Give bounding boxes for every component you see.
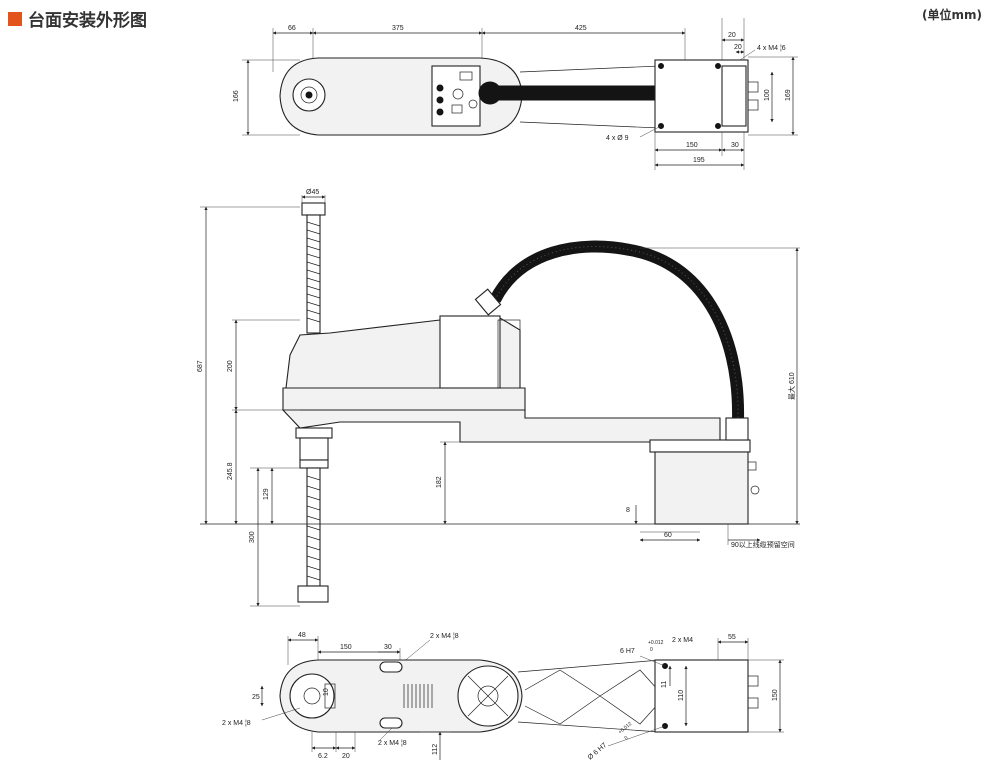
- unit-label: (单位mm): [922, 8, 982, 22]
- dim-195: 195: [693, 157, 705, 164]
- tol-a-upper: +0.012: [648, 640, 664, 646]
- dim-max-610: 最大 610: [787, 372, 796, 400]
- dim-425: 425: [575, 25, 587, 32]
- dim-48: 48: [298, 632, 306, 639]
- h7-note-a: 6 H7: [620, 648, 635, 655]
- side-view: Ø45: [197, 189, 800, 607]
- dim-150-top: 150: [686, 142, 698, 149]
- dim-55: 55: [728, 634, 736, 641]
- cable-space-note: 90以上线缆预留空间: [731, 540, 795, 549]
- dim-129: 129: [263, 488, 270, 500]
- dim-150-right: 150: [772, 689, 779, 701]
- dim-110: 110: [678, 690, 685, 701]
- tol-b-lower: 0: [623, 735, 629, 742]
- dim-30-top: 30: [731, 142, 739, 149]
- dim-66: 66: [288, 25, 296, 32]
- tol-a-lower: 0: [650, 647, 653, 653]
- dim-200: 200: [227, 360, 234, 372]
- tap-note-top: 4 x M4 ¦6: [757, 45, 786, 52]
- dim-245: 245.8: [227, 462, 234, 480]
- dim-150-bottom: 150: [340, 644, 352, 651]
- accent-square-icon: [8, 11, 22, 26]
- tap-note-b: 2 x M4 ¦8: [222, 720, 251, 727]
- dim-20-bottom: 20: [342, 753, 350, 760]
- dim-687: 687: [197, 360, 204, 372]
- dim-6-2: 6.2: [318, 753, 328, 760]
- section-header: 台面安装外形图: [8, 6, 147, 31]
- dim-25: 25: [252, 694, 260, 701]
- dim-10: 10: [323, 688, 330, 696]
- h7-note-b: Ø 6 H7: [587, 742, 609, 762]
- dim-375: 375: [392, 25, 404, 32]
- dim-169: 169: [785, 89, 792, 101]
- hole-note: 4 x Ø 9: [606, 135, 629, 142]
- dim-30-bottom: 30: [384, 644, 392, 651]
- page-title: 台面安装外形图: [28, 11, 147, 31]
- dim-100: 100: [764, 89, 771, 101]
- dim-166: 166: [233, 90, 240, 102]
- dim-phi45: Ø45: [306, 189, 319, 196]
- tap-note-a: 2 x M4 ¦8: [430, 633, 459, 640]
- dim-112: 112: [432, 744, 439, 755]
- dim-20-a: 20: [728, 32, 736, 39]
- bottom-view: 48 150 30 2 x M4 ¦8 25 2 x M4 ¦8 10: [222, 632, 784, 762]
- tap-note-c: 2 x M4 ¦8: [378, 740, 407, 747]
- tol-b-upper: +0.012: [617, 721, 633, 736]
- dim-300: 300: [249, 531, 256, 543]
- tap-note-d: 2 x M4: [672, 637, 693, 644]
- dim-11: 11: [661, 681, 668, 688]
- top-view: 66 375 425 20 20 4 x M4 ¦6 166 100 169: [233, 18, 798, 170]
- dim-182: 182: [436, 476, 443, 488]
- dim-60: 60: [664, 532, 672, 539]
- dim-20-b: 20: [734, 44, 742, 51]
- dim-8: 8: [626, 507, 630, 514]
